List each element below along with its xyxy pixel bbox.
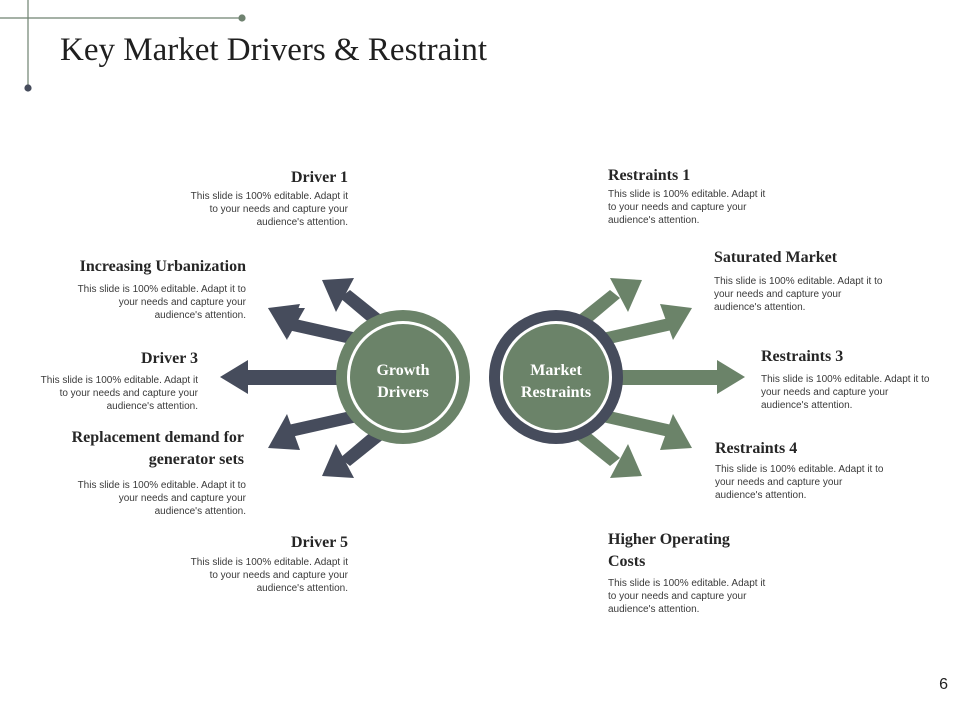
market-restraints-line1: Market — [530, 362, 582, 379]
growth-drivers-line1: Growth — [376, 362, 430, 379]
driver-1-text: This slide is 100% editable. Adapt it to… — [190, 191, 348, 228]
market-restraints-label: Market Restraints — [501, 360, 611, 404]
growth-drivers-hub — [336, 310, 470, 444]
driver-4-title-line1: Replacement demand for — [71, 429, 244, 446]
driver-3-title: Driver 3 — [140, 350, 198, 367]
growth-drivers-line2: Drivers — [377, 384, 429, 401]
corner-decoration — [0, 0, 246, 92]
driver-4-title: Replacement demand for generator sets — [20, 427, 244, 471]
market-restraints-line2: Restraints — [520, 384, 592, 401]
restraint-arrow-4 — [598, 410, 692, 450]
restraint-5-title-line2: Costs — [608, 553, 646, 570]
driver-arrows — [220, 278, 395, 478]
restraint-5-title-line1: Higher Operating — [608, 531, 730, 548]
restraint-1-title: Restraints 1 — [608, 167, 691, 184]
driver-5-text: This slide is 100% editable. Adapt it to… — [190, 557, 348, 594]
driver-4-text: This slide is 100% editable. Adapt it to… — [77, 480, 246, 517]
restraint-3-text: This slide is 100% editable. Adapt it to… — [761, 374, 930, 411]
restraint-5-title: Higher Operating Costs — [608, 529, 808, 573]
driver-arrow-2 — [268, 304, 362, 345]
driver-3-text: This slide is 100% editable. Adapt it to… — [40, 375, 198, 412]
restraint-5-text: This slide is 100% editable. Adapt it to… — [608, 578, 766, 615]
driver-2-text: This slide is 100% editable. Adapt it to… — [77, 284, 246, 321]
driver-5-title: Driver 5 — [290, 534, 348, 551]
restraint-2-text: This slide is 100% editable. Adapt it to… — [714, 276, 883, 313]
driver-arrow-3 — [220, 360, 360, 394]
page-number: 6 — [939, 676, 948, 693]
market-restraints-hub — [489, 310, 623, 444]
driver-1-title: Driver 1 — [290, 169, 348, 186]
restraint-arrow-2 — [598, 304, 692, 345]
driver-4-title-line2: generator sets — [148, 451, 244, 468]
restraint-2-title: Saturated Market — [714, 249, 838, 266]
growth-drivers-label: Growth Drivers — [348, 360, 458, 404]
page-title: Key Market Drivers & Restraint — [60, 32, 488, 68]
restraint-3-title: Restraints 3 — [761, 348, 844, 365]
restraint-arrow-3 — [600, 360, 745, 394]
restraint-4-title: Restraints 4 — [715, 440, 798, 457]
driver-2-title: Increasing Urbanization — [79, 258, 246, 275]
restraint-4-text: This slide is 100% editable. Adapt it to… — [715, 464, 884, 501]
driver-arrow-4 — [268, 410, 362, 450]
restraint-1-text: This slide is 100% editable. Adapt it to… — [608, 189, 766, 226]
